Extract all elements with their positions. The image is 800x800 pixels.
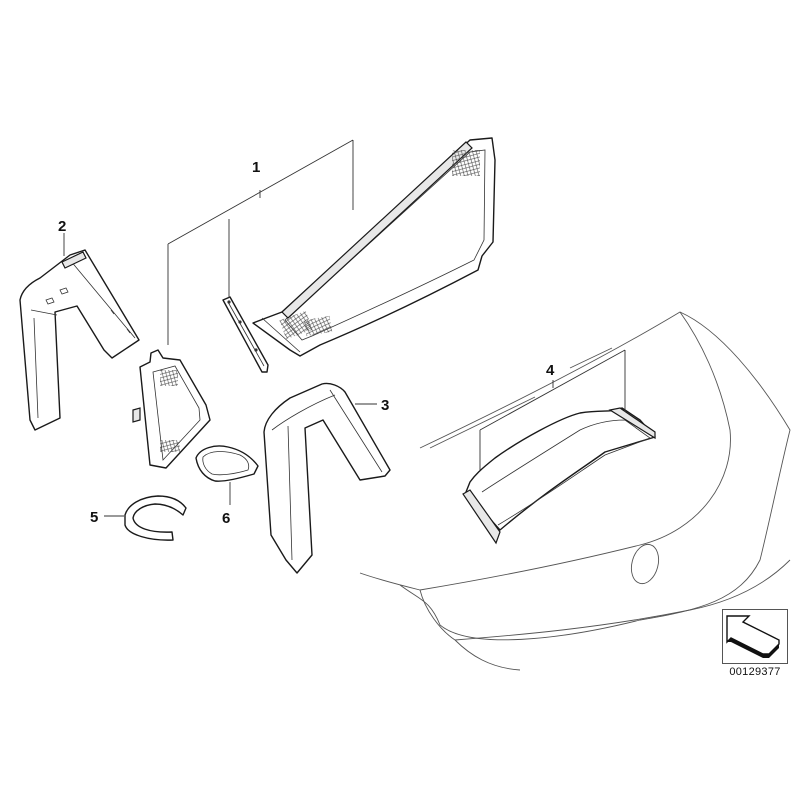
- part-2-roll-bar-trim-left[interactable]: [19, 249, 140, 431]
- isometric-arrow-icon: [726, 615, 780, 658]
- callout-4[interactable]: 4: [546, 362, 555, 379]
- leader-4: [479, 349, 626, 470]
- part-5-trim-ring-open[interactable]: [124, 495, 187, 541]
- part-1-bracket[interactable]: [222, 296, 269, 373]
- callout-5[interactable]: 5: [90, 509, 99, 526]
- reference-number: 00129377: [729, 666, 781, 678]
- callout-6[interactable]: 6: [222, 510, 231, 527]
- leader-1: [167, 139, 354, 345]
- callout-3[interactable]: 3: [381, 397, 390, 414]
- reference-box: [722, 609, 788, 664]
- part-1-wind-deflector-frame[interactable]: [252, 137, 496, 357]
- car-rear-body: [359, 311, 791, 671]
- callout-2[interactable]: 2: [58, 218, 67, 235]
- part-3-roll-bar-trim-right[interactable]: [263, 382, 391, 574]
- emblem-outline: [630, 543, 660, 585]
- part-4-rear-deck-deflector[interactable]: [462, 407, 656, 545]
- part-6-trim-ring-closed[interactable]: [195, 445, 259, 482]
- callout-1[interactable]: 1: [252, 159, 261, 176]
- part-1-side-panel[interactable]: [132, 349, 211, 469]
